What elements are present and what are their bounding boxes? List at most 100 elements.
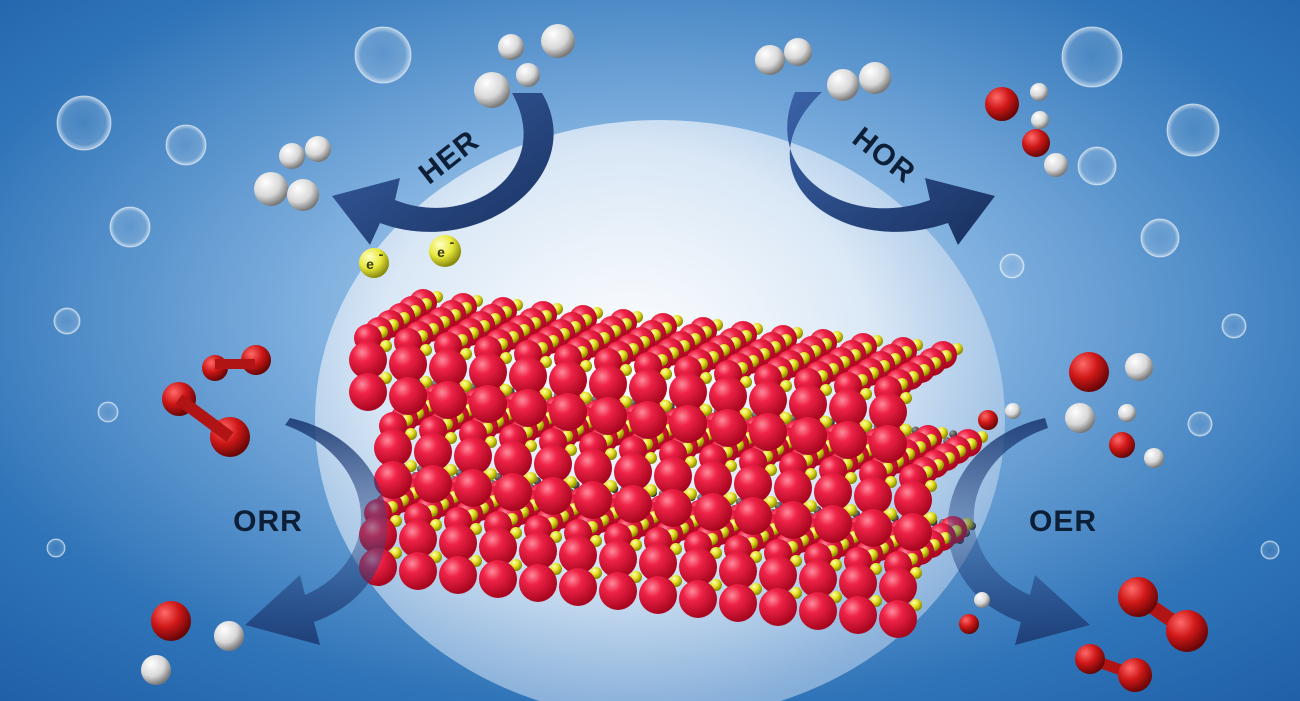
oxygen-atom <box>454 469 492 507</box>
water-molecule-icon <box>1022 129 1068 177</box>
oxygen-atom <box>349 341 387 379</box>
oxygen-atom <box>549 361 587 399</box>
water-molecule-icon <box>978 403 1021 430</box>
water-molecule-icon <box>959 592 990 634</box>
oxygen-atom <box>829 389 867 427</box>
hydrogen-molecule-icon <box>254 172 319 211</box>
oxygen-atom <box>534 445 572 483</box>
oxygen-atom <box>614 453 652 491</box>
oxygen-atom <box>399 520 437 558</box>
oxygen-atom <box>509 389 547 427</box>
oxygen-atom <box>414 465 452 503</box>
oxygen-atom <box>719 584 757 622</box>
electron-label: e <box>437 244 445 260</box>
oxygen-atom <box>789 385 827 423</box>
electron-icon: e - <box>359 246 389 278</box>
oxygen-atom <box>774 501 812 539</box>
electron-charge: - <box>450 234 455 250</box>
oxygen-atom <box>719 552 757 590</box>
oxygen-atom <box>669 405 707 443</box>
orr-arrow <box>245 418 388 645</box>
oxygen-atom <box>854 509 892 547</box>
oxygen-atom <box>829 421 867 459</box>
hydrogen-atoms-icon <box>474 24 575 108</box>
electron-label: e <box>366 256 374 272</box>
oxygen-atom <box>389 345 427 383</box>
oxygen-atom <box>869 393 907 431</box>
oxygen-atom <box>429 349 467 387</box>
oxygen-atom <box>374 461 412 499</box>
oxygen-atom <box>574 449 612 487</box>
oxygen-atom <box>439 556 477 594</box>
oxygen-atom <box>399 552 437 590</box>
oxygen-atom <box>894 481 932 519</box>
oxygen-atom <box>774 469 812 507</box>
oxygen-atom <box>879 600 917 638</box>
oxygen-atom <box>669 373 707 411</box>
oxygen-atom <box>519 564 557 602</box>
oxygen-atom <box>614 485 652 523</box>
hydrogen-molecule-icon <box>279 136 331 169</box>
water-molecule-icon <box>141 601 244 685</box>
water-molecule-icon <box>1109 404 1164 468</box>
oxygen-atom <box>894 513 932 551</box>
oxygen-atom <box>839 564 877 602</box>
layered-crystal-icon <box>349 289 988 638</box>
oxygen-atom <box>639 544 677 582</box>
oxygen-atom <box>814 473 852 511</box>
oxygen-atom <box>549 393 587 431</box>
oxygen-atom <box>679 580 717 618</box>
her-arrow <box>332 93 554 245</box>
oxygen-atom <box>654 489 692 527</box>
oxygen-atom <box>574 481 612 519</box>
oxygen-atom <box>879 568 917 606</box>
oxygen-atom <box>639 576 677 614</box>
oxygen-atom <box>789 417 827 455</box>
oxygen-atom <box>534 477 572 515</box>
oxygen-atom <box>349 373 387 411</box>
oxygen-atom <box>599 572 637 610</box>
oxygen-atom <box>734 465 772 503</box>
oxygen-atom <box>759 588 797 626</box>
oxygen-atom <box>749 381 787 419</box>
oxygen-atom <box>494 473 532 511</box>
oxygen-atom <box>469 385 507 423</box>
water-molecule-icon <box>1065 352 1153 433</box>
oxygen-atom <box>589 397 627 435</box>
oxygen-atom <box>469 353 507 391</box>
oxygen-molecule-icon <box>1075 644 1152 692</box>
hor-arrow <box>787 92 995 245</box>
oxygen-atom <box>589 365 627 403</box>
oxygen-atom <box>839 596 877 634</box>
oxygen-atom <box>429 381 467 419</box>
oxygen-atom <box>599 540 637 578</box>
oxygen-atom <box>559 568 597 606</box>
oxygen-atom <box>494 441 532 479</box>
hydrogen-molecule-icon <box>827 62 891 101</box>
oxygen-atom <box>734 497 772 535</box>
oxygen-atom <box>854 477 892 515</box>
hydrogen-molecule-icon <box>755 38 812 75</box>
oxygen-atom <box>389 377 427 415</box>
oxygen-atom <box>509 357 547 395</box>
background-bubbles <box>46 26 1280 560</box>
oxygen-atom <box>759 556 797 594</box>
oxygen-atom <box>709 409 747 447</box>
oxygen-molecule-icon <box>202 345 271 381</box>
oxygen-atom <box>439 524 477 562</box>
orr-label: ORR <box>233 505 303 538</box>
oxygen-atom <box>799 592 837 630</box>
oxygen-atom <box>519 532 557 570</box>
oxygen-molecule-icon <box>162 382 250 457</box>
electron-charge: - <box>379 246 384 262</box>
oxygen-atom <box>414 433 452 471</box>
oxygen-atom <box>694 461 732 499</box>
oxygen-atom <box>629 369 667 407</box>
oxygen-atom <box>629 401 667 439</box>
oer-label: OER <box>1029 505 1097 538</box>
oxygen-atom <box>374 429 412 467</box>
oxygen-atom <box>454 437 492 475</box>
water-molecule-icon <box>985 83 1049 129</box>
